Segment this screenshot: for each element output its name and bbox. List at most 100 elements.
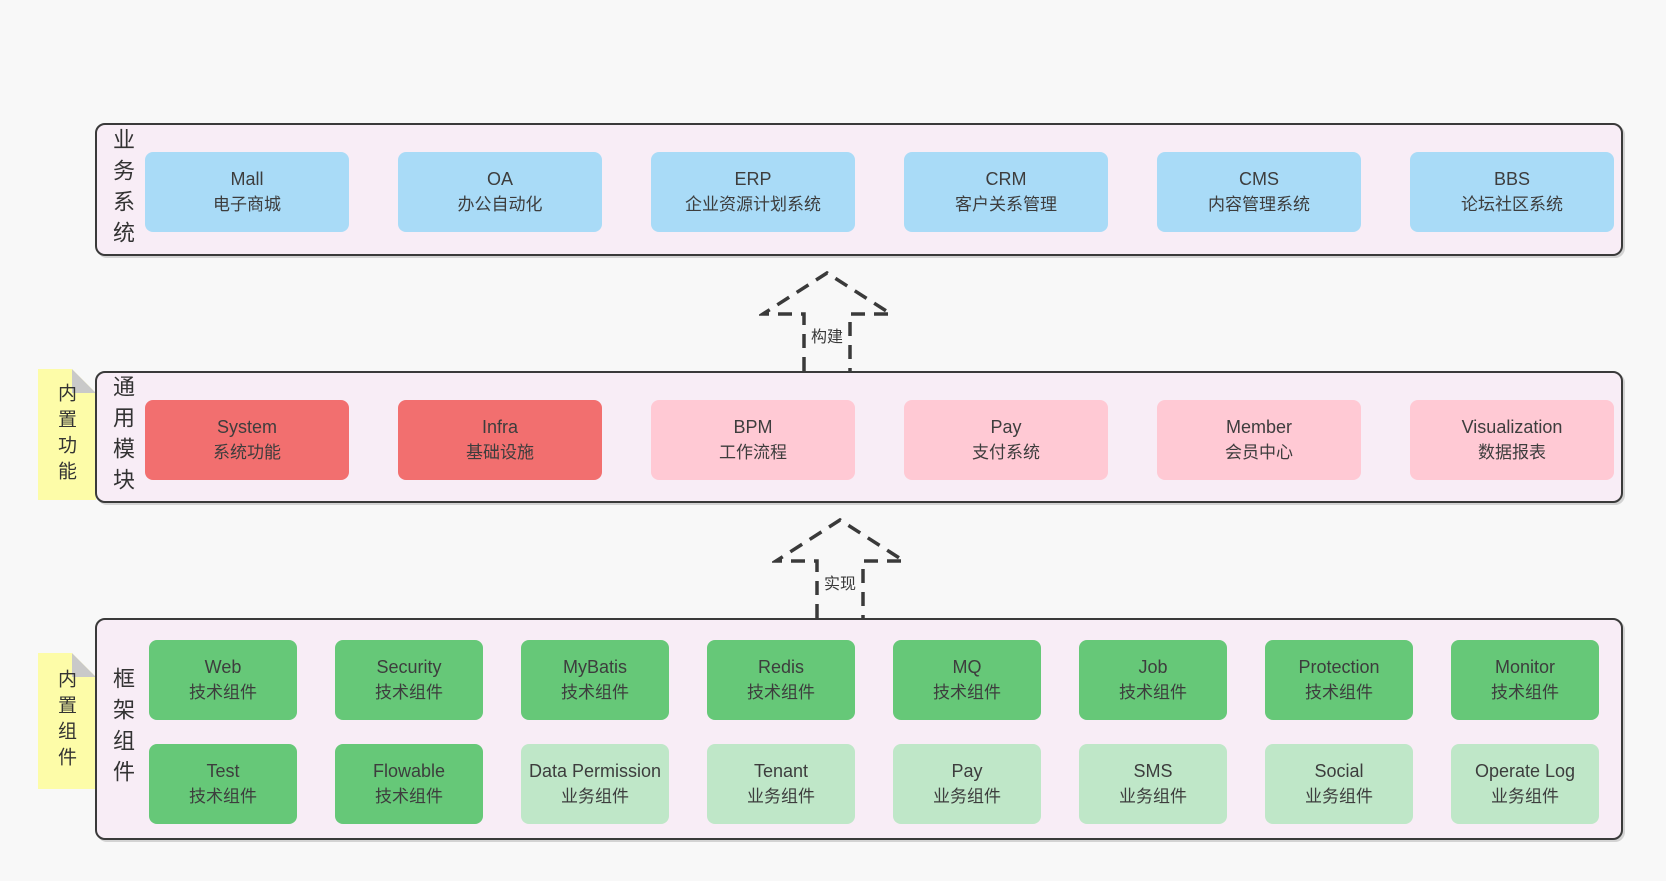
arrow-label: 构建 bbox=[807, 322, 847, 348]
box-title: Visualization bbox=[1461, 417, 1563, 437]
box-title: System bbox=[216, 417, 277, 437]
arrow-label: 实现 bbox=[820, 569, 860, 595]
layer-business-systems: 业务系统 Mall 电子商城 OA 办公自动化 ERP 企业资源计划系统 CRM… bbox=[95, 123, 1623, 256]
up-block-arrow-icon bbox=[759, 270, 895, 371]
box-subtitle: 技术组件 bbox=[1119, 683, 1187, 702]
box-subtitle: 技术组件 bbox=[561, 683, 629, 702]
box-title: OA bbox=[486, 169, 513, 189]
box-flowable: Flowable 技术组件 bbox=[335, 744, 483, 824]
box-subtitle: 技术组件 bbox=[1305, 683, 1373, 702]
box-subtitle: 技术组件 bbox=[747, 683, 815, 702]
layer-common-modules: 通用模块 System 系统功能 Infra 基础设施 BPM 工作流程 Pay… bbox=[95, 371, 1623, 503]
box-subtitle: 业务组件 bbox=[561, 787, 629, 806]
box-data-permission: Data Permission 业务组件 bbox=[521, 744, 669, 824]
box-protection: Protection 技术组件 bbox=[1265, 640, 1413, 720]
box-subtitle: 论坛社区系统 bbox=[1461, 195, 1563, 214]
box-subtitle: 业务组件 bbox=[1119, 787, 1187, 806]
box-title: CRM bbox=[985, 169, 1027, 189]
box-title: SMS bbox=[1133, 761, 1173, 781]
box-subtitle: 办公自动化 bbox=[457, 195, 543, 214]
box-subtitle: 技术组件 bbox=[933, 683, 1001, 702]
arrow-implement: 实现 bbox=[772, 517, 908, 618]
box-redis: Redis 技术组件 bbox=[707, 640, 855, 720]
layer-label: 业务系统 bbox=[110, 127, 135, 252]
box-title: ERP bbox=[734, 169, 772, 189]
box-mall: Mall 电子商城 bbox=[145, 152, 349, 232]
box-title: Redis bbox=[757, 657, 805, 677]
box-mybatis: MyBatis 技术组件 bbox=[521, 640, 669, 720]
box-subtitle: 数据报表 bbox=[1478, 443, 1546, 462]
box-subtitle: 系统功能 bbox=[213, 443, 281, 462]
box-title: Member bbox=[1225, 417, 1292, 437]
box-title: Pay bbox=[990, 417, 1022, 437]
box-subtitle: 技术组件 bbox=[375, 787, 443, 806]
box-row: Mall 电子商城 OA 办公自动化 ERP 企业资源计划系统 CRM 客户关系… bbox=[145, 152, 1614, 232]
box-subtitle: 业务组件 bbox=[1305, 787, 1373, 806]
box-subtitle: 企业资源计划系统 bbox=[685, 195, 821, 214]
box-test: Test 技术组件 bbox=[149, 744, 297, 824]
box-security: Security 技术组件 bbox=[335, 640, 483, 720]
box-subtitle: 业务组件 bbox=[1491, 787, 1559, 806]
up-block-arrow-icon bbox=[772, 517, 908, 618]
box-title: MyBatis bbox=[562, 657, 627, 677]
box-title: CMS bbox=[1239, 169, 1279, 189]
box-crm: CRM 客户关系管理 bbox=[904, 152, 1108, 232]
box-subtitle: 会员中心 bbox=[1225, 443, 1293, 462]
sticky-note-built-in-features: 内置功能 bbox=[38, 369, 96, 500]
box-row: Test 技术组件 Flowable 技术组件 Data Permission … bbox=[149, 744, 1599, 824]
box-title: Flowable bbox=[372, 761, 446, 781]
box-title: Pay bbox=[951, 761, 983, 781]
box-bbs: BBS 论坛社区系统 bbox=[1410, 152, 1614, 232]
box-subtitle: 技术组件 bbox=[1491, 683, 1559, 702]
box-title: Tenant bbox=[753, 761, 809, 781]
box-title: BPM bbox=[733, 417, 773, 437]
box-title: Social bbox=[1314, 761, 1364, 781]
box-pay-component: Pay 业务组件 bbox=[893, 744, 1041, 824]
box-row: Web 技术组件 Security 技术组件 MyBatis 技术组件 Redi… bbox=[149, 640, 1599, 720]
box-pay-module: Pay 支付系统 bbox=[904, 400, 1108, 480]
box-erp: ERP 企业资源计划系统 bbox=[651, 152, 855, 232]
layer-framework-components: 框架组件 Web 技术组件 Security 技术组件 MyBatis 技术组件… bbox=[95, 618, 1623, 840]
box-title: BBS bbox=[1493, 169, 1531, 189]
box-infra: Infra 基础设施 bbox=[398, 400, 602, 480]
box-title: Test bbox=[206, 761, 240, 781]
box-subtitle: 技术组件 bbox=[189, 787, 257, 806]
box-title: Protection bbox=[1298, 657, 1380, 677]
box-member: Member 会员中心 bbox=[1157, 400, 1361, 480]
box-row: System 系统功能 Infra 基础设施 BPM 工作流程 Pay 支付系统… bbox=[145, 400, 1614, 480]
box-tenant: Tenant 业务组件 bbox=[707, 744, 855, 824]
note-label: 内置组件 bbox=[55, 669, 76, 773]
box-title: Operate Log bbox=[1474, 761, 1576, 781]
box-title: Monitor bbox=[1494, 657, 1556, 677]
box-sms: SMS 业务组件 bbox=[1079, 744, 1227, 824]
box-monitor: Monitor 技术组件 bbox=[1451, 640, 1599, 720]
sticky-note-built-in-components: 内置组件 bbox=[38, 653, 96, 789]
arrow-build: 构建 bbox=[759, 270, 895, 371]
box-title: Security bbox=[376, 657, 442, 677]
box-oa: OA 办公自动化 bbox=[398, 152, 602, 232]
box-subtitle: 业务组件 bbox=[747, 787, 815, 806]
box-subtitle: 客户关系管理 bbox=[955, 195, 1057, 214]
layer-label: 通用模块 bbox=[110, 375, 135, 499]
box-cms: CMS 内容管理系统 bbox=[1157, 152, 1361, 232]
box-subtitle: 支付系统 bbox=[972, 443, 1040, 462]
note-label: 内置功能 bbox=[55, 382, 76, 487]
box-subtitle: 技术组件 bbox=[375, 683, 443, 702]
box-title: Infra bbox=[481, 417, 519, 437]
box-subtitle: 工作流程 bbox=[719, 443, 787, 462]
box-title: MQ bbox=[952, 657, 982, 677]
box-title: Data Permission bbox=[528, 761, 662, 781]
box-job: Job 技术组件 bbox=[1079, 640, 1227, 720]
box-subtitle: 电子商城 bbox=[213, 195, 281, 214]
box-operate-log: Operate Log 业务组件 bbox=[1451, 744, 1599, 824]
box-title: Job bbox=[1138, 657, 1168, 677]
box-subtitle: 内容管理系统 bbox=[1208, 195, 1310, 214]
box-bpm: BPM 工作流程 bbox=[651, 400, 855, 480]
box-subtitle: 业务组件 bbox=[933, 787, 1001, 806]
box-system: System 系统功能 bbox=[145, 400, 349, 480]
box-title: Mall bbox=[230, 169, 264, 189]
box-mq: MQ 技术组件 bbox=[893, 640, 1041, 720]
box-visualization: Visualization 数据报表 bbox=[1410, 400, 1614, 480]
box-web: Web 技术组件 bbox=[149, 640, 297, 720]
